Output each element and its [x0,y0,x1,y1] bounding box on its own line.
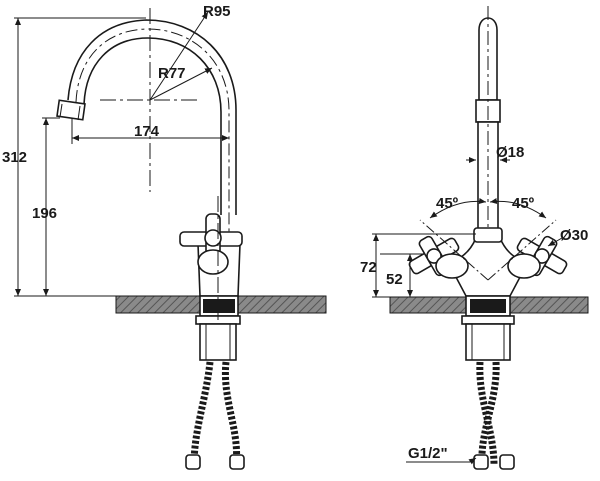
label-d18: Ø18 [496,144,524,161]
hose-right-1 [476,361,498,466]
label-52: 52 [386,271,403,288]
label-174: 174 [134,123,160,140]
side-view: R95 R77 174 312 196 [2,3,327,470]
hose-right-2 [478,361,500,466]
label-r95: R95 [203,3,231,20]
label-45-right: 45º [512,195,535,212]
label-g12: G1/2" [408,445,448,462]
hose-left-2 [221,361,241,466]
aerator [56,99,86,121]
label-r77: R77 [158,65,186,82]
label-45-left: 45º [436,195,459,212]
handle-side [179,213,243,275]
front-view: Ø18 45º 45º Ø30 72 52 G1/2" [360,6,589,470]
label-72: 72 [360,259,377,276]
spout-outer [67,19,237,215]
hose-left-1 [190,361,214,466]
spout-inner [83,37,222,215]
label-312: 312 [2,149,27,166]
label-196: 196 [32,205,57,222]
label-d30: Ø30 [560,227,588,244]
